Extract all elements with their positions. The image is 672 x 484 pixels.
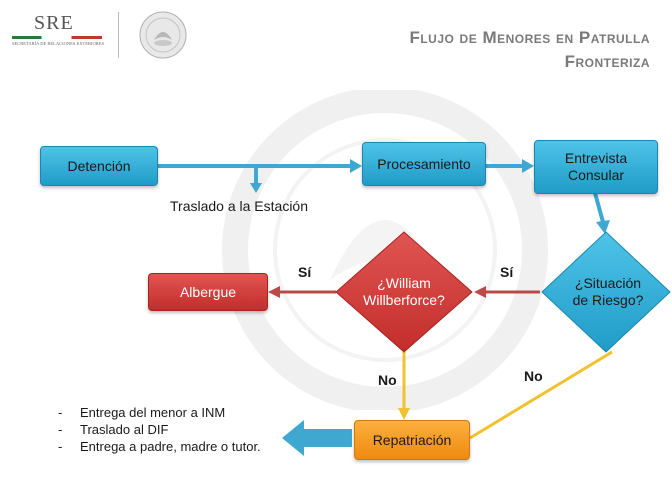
arrowhead-situacion: [596, 220, 610, 234]
title-line-2: Fronteriza: [564, 52, 650, 71]
title-line-1: Flujo de Menores en Patrulla: [409, 28, 650, 47]
note-item: Entrega a padre, madre o tutor.: [58, 438, 298, 455]
arrowhead-traslado: [250, 183, 262, 193]
arrowhead-repatriacion: [398, 408, 410, 420]
page-title: Flujo de Menores en Patrulla Fronteriza: [310, 26, 650, 74]
arrow-situacion-repatriacion: [469, 350, 613, 440]
entrevista-box: Entrevista Consular: [534, 140, 658, 194]
procesamiento-box: Procesamiento: [362, 142, 486, 186]
repatriacion-box: Repatriación: [354, 420, 470, 460]
logo-divider: [118, 12, 119, 58]
note-item: Traslado al DIF: [58, 421, 298, 438]
william-label: ¿William Willberforce?: [363, 275, 445, 308]
traslado-label: Traslado a la Estación: [170, 198, 308, 214]
arrowhead-william: [474, 286, 486, 298]
si-label-william: Sí: [500, 264, 514, 280]
situacion-label: ¿Situación de Riesgo?: [572, 275, 644, 308]
sre-logo-text: SRE: [34, 12, 74, 34]
arrow-repatriacion-notes: [282, 420, 352, 456]
albergue-box: Albergue: [148, 273, 268, 311]
arrow-entrevista-situacion: [593, 192, 605, 223]
flag-color-bar: [12, 36, 102, 39]
arrowhead-albergue: [268, 286, 280, 298]
detencion-box: Detención: [40, 146, 158, 186]
no-label-william: No: [378, 372, 397, 388]
sre-logo-subtitle: SECRETARÍA DE RELACIONES EXTERIORES: [12, 41, 105, 46]
william-diamond: [335, 231, 473, 353]
note-item: Entrega del menor a INM: [58, 404, 298, 421]
outcome-notes-list: Entrega del menor a INM Traslado al DIF …: [58, 404, 298, 455]
no-label-situacion: No: [524, 368, 543, 384]
arrowhead-entrevista: [522, 159, 534, 173]
arrowhead-procesamiento: [350, 159, 362, 173]
si-label-albergue: Sí: [298, 264, 312, 280]
mexico-seal-icon: [139, 11, 187, 59]
situacion-diamond: [541, 231, 671, 353]
